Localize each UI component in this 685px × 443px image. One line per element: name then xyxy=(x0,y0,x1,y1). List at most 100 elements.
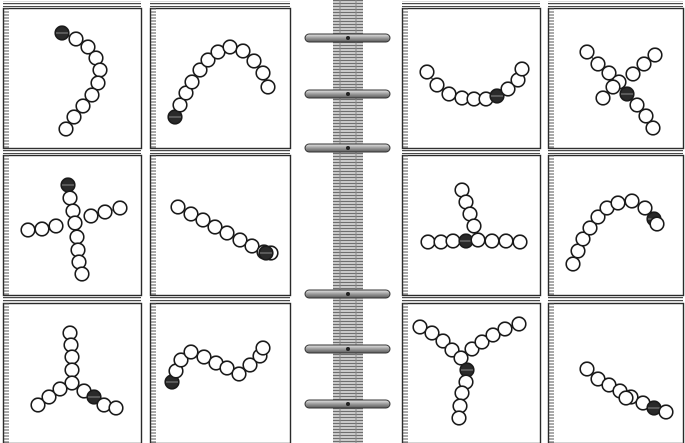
bead xyxy=(474,334,490,350)
bead xyxy=(658,404,674,420)
bead xyxy=(590,56,606,72)
bead xyxy=(466,218,482,234)
bead xyxy=(649,216,665,232)
bead xyxy=(200,52,216,68)
bead xyxy=(255,65,271,81)
bead xyxy=(66,109,82,125)
panel-header-band xyxy=(402,296,540,302)
pin-3 xyxy=(304,143,391,153)
pin-4 xyxy=(304,289,391,299)
panel-r1c2 xyxy=(149,1,292,150)
bead xyxy=(69,229,85,245)
panel-header-band xyxy=(548,296,683,302)
bead xyxy=(192,62,208,78)
bead xyxy=(605,79,621,95)
bead xyxy=(590,209,606,225)
bead xyxy=(244,238,260,254)
bead xyxy=(173,352,189,368)
pin-center xyxy=(346,347,350,351)
panel-header-band xyxy=(402,1,540,7)
bead xyxy=(595,90,611,106)
bead xyxy=(645,120,661,136)
panel-header-band xyxy=(150,148,290,154)
bead xyxy=(636,56,652,72)
pin-6 xyxy=(304,399,391,409)
bead xyxy=(64,375,80,391)
bead xyxy=(74,266,90,282)
bead xyxy=(83,208,99,224)
bead xyxy=(67,215,83,231)
bead xyxy=(64,349,80,365)
bead xyxy=(579,361,595,377)
bead xyxy=(514,61,530,77)
pin-1 xyxy=(304,33,391,43)
bead xyxy=(511,316,527,332)
bead xyxy=(610,195,626,211)
bead xyxy=(500,81,516,97)
panel-header-band xyxy=(548,148,683,154)
panel-r3c5 xyxy=(547,296,685,443)
pin-center xyxy=(346,92,350,96)
panel-header-band xyxy=(150,296,290,302)
bead xyxy=(419,64,435,80)
pin-group xyxy=(304,33,391,409)
pin-center xyxy=(346,36,350,40)
bead xyxy=(246,53,262,69)
bead xyxy=(575,231,591,247)
bead xyxy=(601,65,617,81)
bead xyxy=(172,97,188,113)
bead xyxy=(195,212,211,228)
bead xyxy=(108,400,124,416)
bead xyxy=(184,74,200,90)
bead xyxy=(231,366,247,382)
panel-header-band xyxy=(150,1,290,7)
pin-center xyxy=(346,292,350,296)
bead xyxy=(424,325,440,341)
bead xyxy=(34,221,50,237)
bead xyxy=(484,233,500,249)
bead xyxy=(64,362,80,378)
bead xyxy=(92,62,108,78)
bead xyxy=(242,357,258,373)
bead xyxy=(454,385,470,401)
bead xyxy=(624,193,640,209)
panel-r3c4 xyxy=(401,296,542,443)
bead xyxy=(629,97,645,113)
bead xyxy=(80,39,96,55)
panel-r2c4 xyxy=(401,148,542,297)
bead xyxy=(497,321,513,337)
bead xyxy=(625,66,641,82)
bead xyxy=(445,233,461,249)
panel-r3c1 xyxy=(2,296,143,443)
bead xyxy=(582,220,598,236)
bead xyxy=(196,349,212,365)
bead xyxy=(68,31,84,47)
panel-r1c5 xyxy=(547,1,685,150)
bead xyxy=(170,199,186,215)
bead xyxy=(232,232,248,248)
bead xyxy=(48,218,64,234)
panel-header-band xyxy=(402,148,540,154)
bead xyxy=(429,77,445,93)
pin-5 xyxy=(304,344,391,354)
bead xyxy=(219,225,235,241)
panel-r2c5 xyxy=(547,148,685,297)
center-bar xyxy=(333,0,363,443)
bead xyxy=(30,397,46,413)
bead xyxy=(618,390,634,406)
bead xyxy=(235,43,251,59)
bead xyxy=(498,233,514,249)
panel-header-band xyxy=(3,148,141,154)
bead xyxy=(647,47,663,63)
bead xyxy=(255,340,271,356)
bead xyxy=(260,79,276,95)
bead xyxy=(420,234,436,250)
bead xyxy=(52,381,68,397)
bead xyxy=(637,200,653,216)
bead xyxy=(207,219,223,235)
panel-header-band xyxy=(3,296,141,302)
bead xyxy=(470,232,486,248)
bead xyxy=(579,44,595,60)
